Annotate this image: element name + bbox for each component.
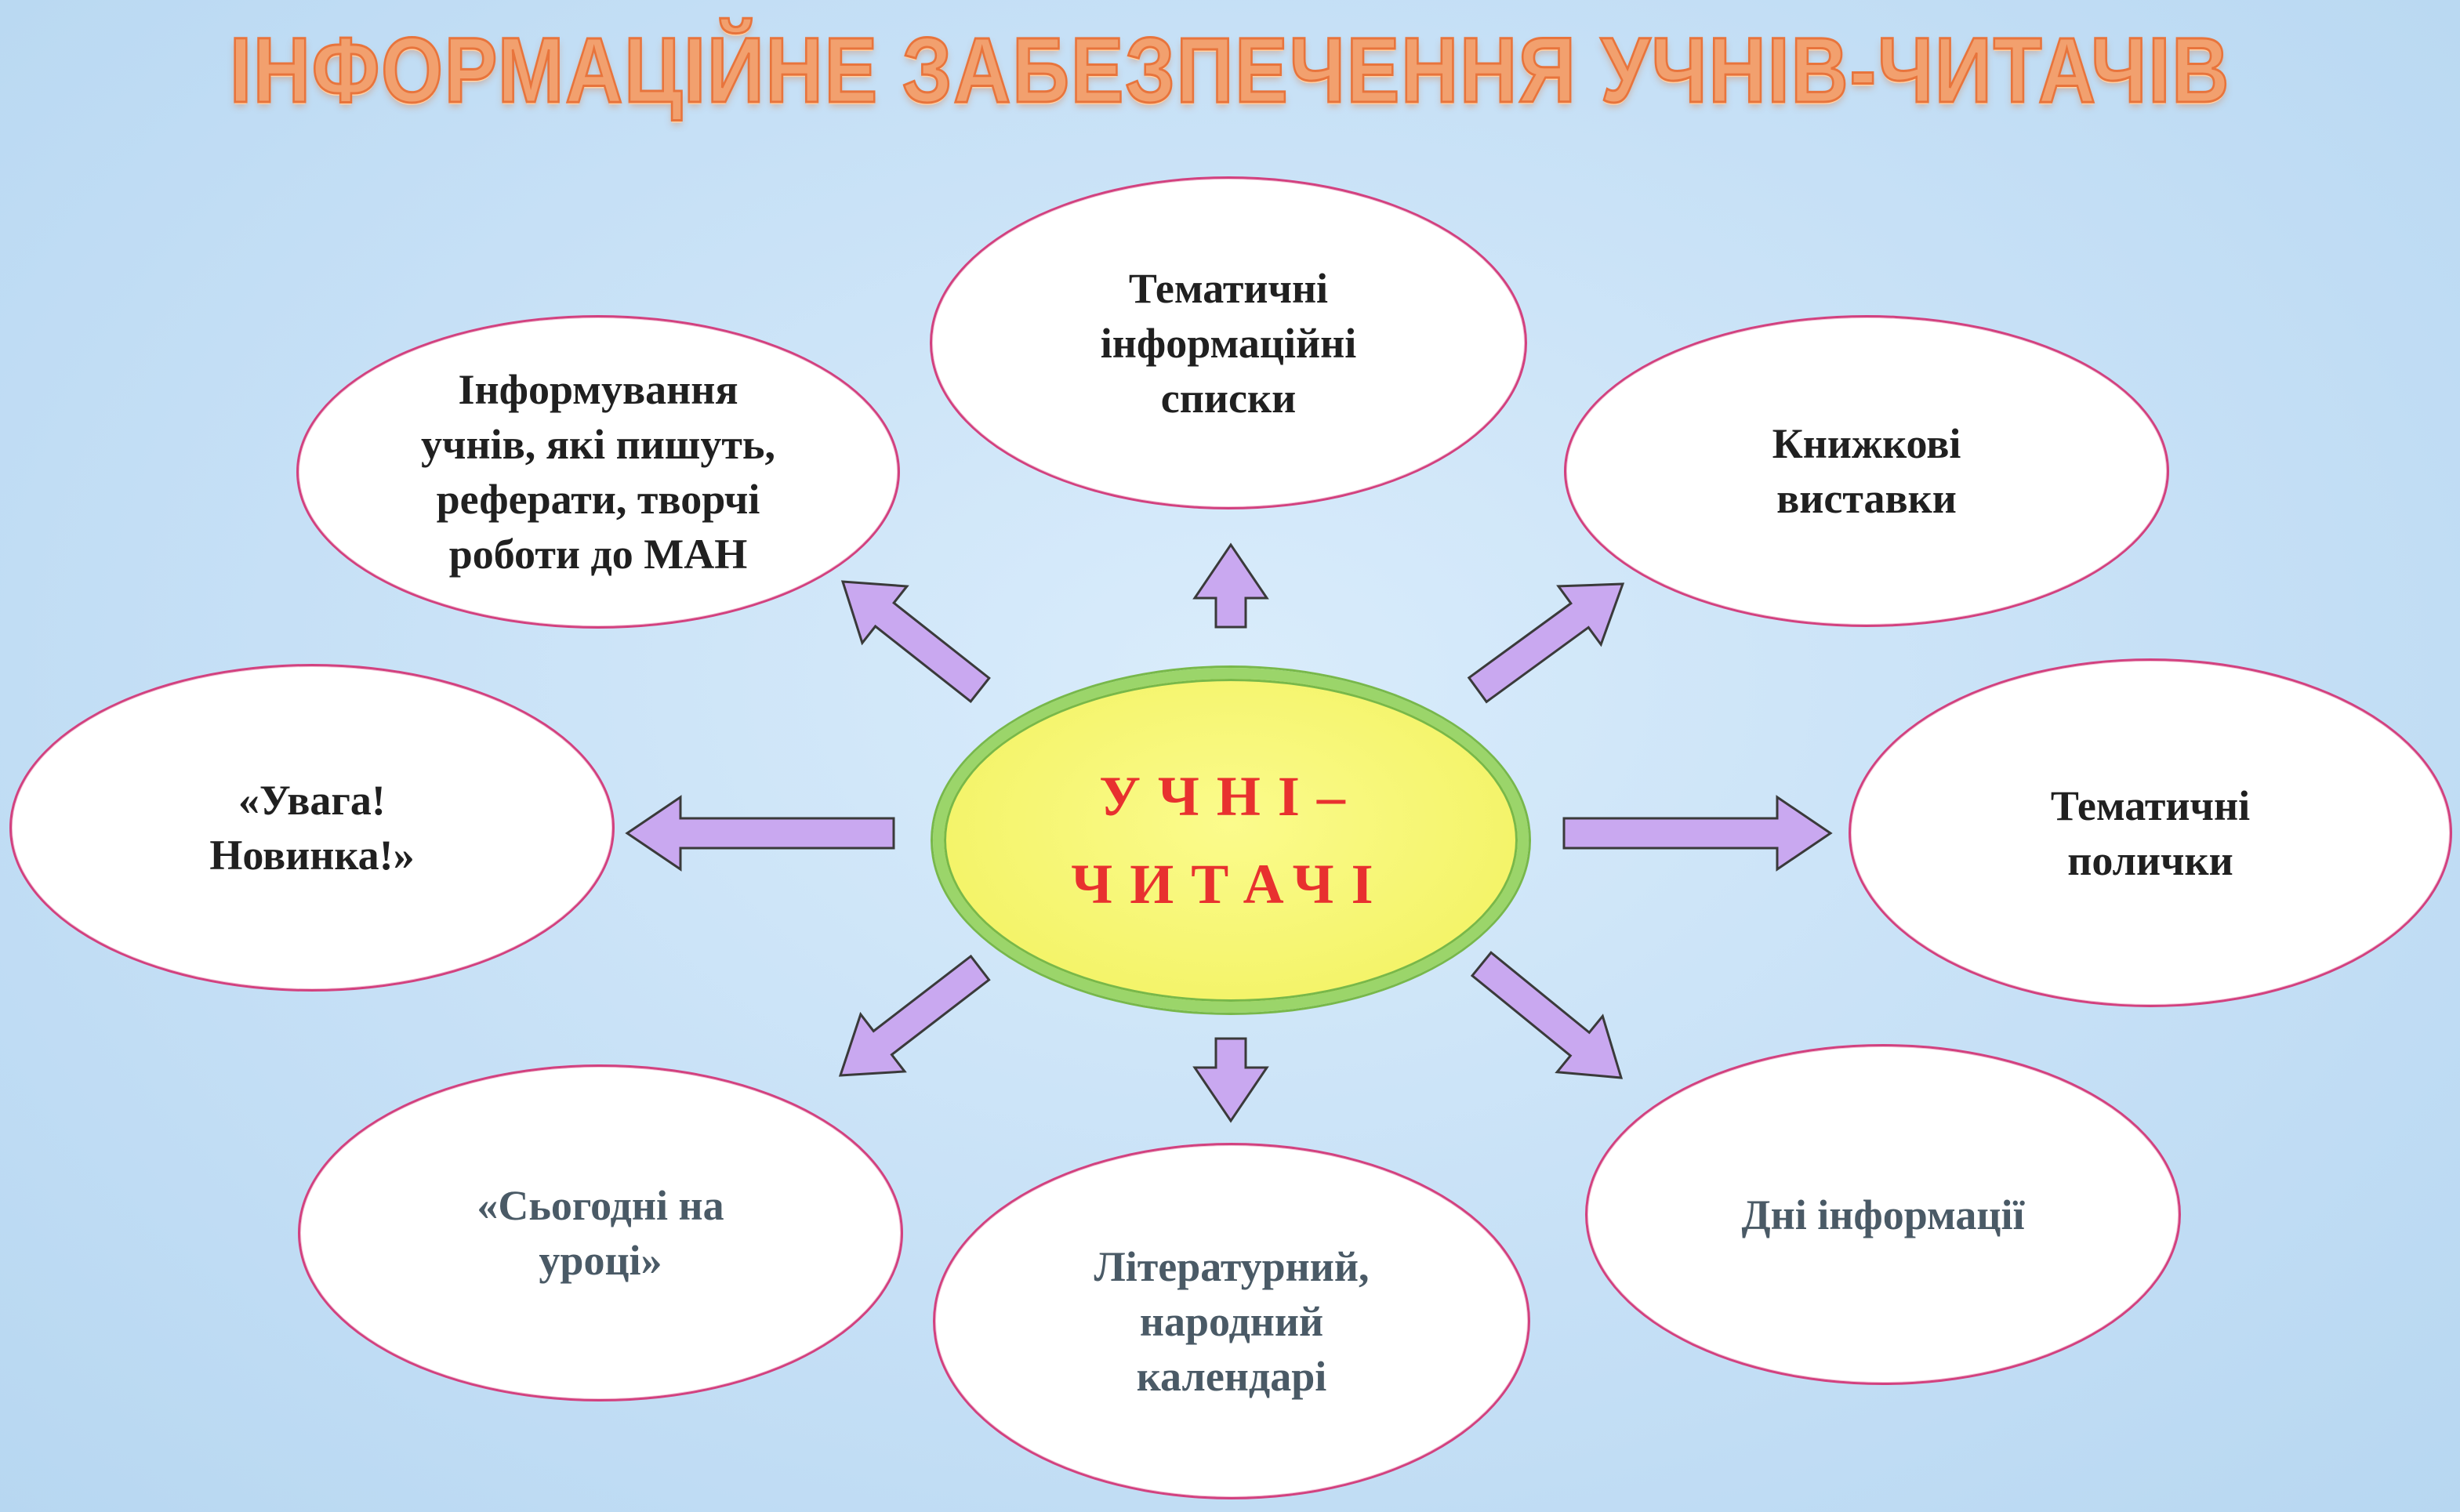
node-book-exhibitions-label: Книжкові виставки	[1772, 420, 1961, 522]
node-informing-students-label: Інформування учнів, які пишуть, реферати…	[421, 366, 775, 578]
arrow-up	[1192, 542, 1269, 629]
node-thematic-shelves: Тематичні полички	[1849, 658, 2452, 1007]
node-attention-new-label: «Увага! Новинка!»	[209, 777, 415, 879]
node-attention-new: «Увага! Новинка!»	[9, 664, 615, 992]
center-line-2: ЧИТАЧІ	[1071, 853, 1391, 916]
node-thematic-lists: Тематичні інформаційні списки	[930, 176, 1527, 509]
node-today-in-lesson-label: «Сьогодні на уроці»	[477, 1182, 724, 1284]
node-thematic-shelves-label: Тематичні полички	[2050, 781, 2251, 884]
node-information-days-label: Дні інформації	[1741, 1191, 2025, 1238]
node-today-in-lesson: «Сьогодні на уроці»	[298, 1064, 903, 1401]
page-title: ІНФОРМАЦІЙНЕ ЗАБЕЗПЕЧЕННЯ УЧНІВ-ЧИТАЧІВ	[229, 18, 2231, 124]
node-calendars: Літературний, народний календарі	[933, 1143, 1530, 1499]
arrow-down	[1192, 1037, 1269, 1123]
arrow-right	[1562, 795, 1833, 872]
arrow-up-right	[1467, 582, 1625, 704]
arrow-down-left	[838, 954, 991, 1077]
arrow-up-left	[840, 580, 991, 704]
node-calendars-label: Літературний, народний календарі	[1094, 1242, 1370, 1400]
node-book-exhibitions: Книжкові виставки	[1564, 315, 2169, 627]
node-information-days: Дні інформації	[1585, 1044, 2181, 1385]
node-informing-students: Інформування учнів, які пишуть, реферати…	[296, 315, 900, 629]
arrow-down-right	[1470, 951, 1624, 1079]
center-line-1: УЧНІ–	[1099, 765, 1362, 828]
arrow-left	[625, 795, 895, 872]
center-node-students-readers: УЧНІ– ЧИТАЧІ	[933, 668, 1529, 1013]
node-thematic-lists-label: Тематичні інформаційні списки	[1100, 264, 1357, 422]
